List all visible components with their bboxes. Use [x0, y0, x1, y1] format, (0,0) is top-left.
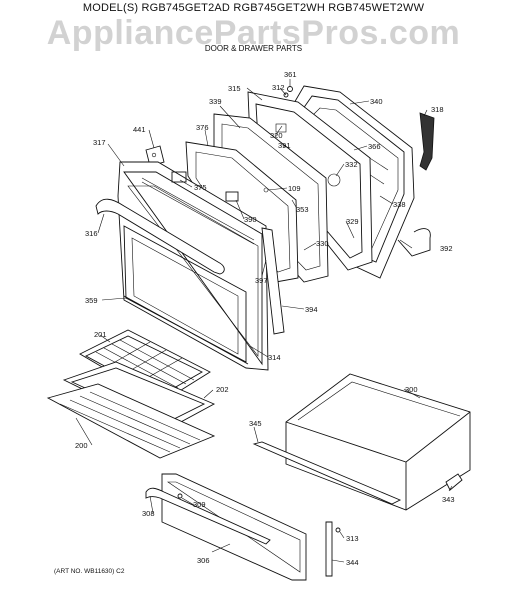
callout-316: 316	[85, 229, 98, 238]
callout-312: 312	[272, 83, 285, 92]
callout-329: 329	[346, 217, 359, 226]
callout-376: 376	[196, 123, 209, 132]
callout-109: 109	[288, 184, 301, 193]
callout-441: 441	[133, 125, 146, 134]
door-gasket-318	[419, 112, 435, 171]
callout-313: 313	[346, 534, 359, 543]
oven-rack-200	[46, 383, 216, 459]
model-numbers: MODEL(S) RGB745GET2AD RGB745GET2WH RGB74…	[82, 2, 425, 14]
callout-202: 202	[216, 385, 229, 394]
site-watermark: AppliancePartsPros.com	[46, 14, 461, 52]
drawer-clip-343	[445, 473, 463, 491]
callout-318: 318	[431, 105, 444, 114]
callout-labels: 361 312 315 339 340 318 441 376 320 391 …	[75, 70, 455, 567]
drawer-rail-344	[325, 521, 333, 577]
drawer-slide-345	[252, 441, 402, 505]
callout-397: 397	[255, 276, 268, 285]
door-handle-316	[95, 198, 225, 275]
callout-200: 200	[75, 441, 88, 450]
callout-314: 314	[268, 353, 281, 362]
leader-lines	[75, 79, 453, 563]
hinge-bracket-441	[145, 145, 165, 167]
callout-343: 343	[442, 495, 455, 504]
callout-315: 315	[228, 84, 241, 93]
art-number: (ART NO. WB11630) C2	[54, 568, 125, 575]
drawer-300	[285, 373, 471, 511]
callout-375: 375	[194, 183, 207, 192]
drawer-handle-308	[145, 487, 271, 545]
screw-361	[283, 86, 293, 98]
callout-308: 308	[142, 509, 155, 518]
callout-345: 345	[249, 419, 262, 428]
callout-340: 340	[370, 97, 383, 106]
callout-361: 361	[284, 70, 297, 79]
callout-353: 353	[296, 205, 309, 214]
door-bottom-trim-359	[123, 295, 249, 365]
door-window	[123, 225, 247, 363]
callout-330: 330	[316, 239, 329, 248]
callout-332: 332	[345, 160, 358, 169]
callout-306: 306	[197, 556, 210, 565]
callout-338: 338	[393, 200, 406, 209]
callout-390: 390	[244, 215, 257, 224]
section-title: DOOR & DRAWER PARTS	[204, 44, 303, 53]
callout-317: 317	[93, 138, 106, 147]
callout-201: 201	[94, 330, 107, 339]
callout-300: 300	[405, 385, 418, 394]
clip-309	[177, 493, 183, 499]
callout-320: 320	[270, 131, 283, 140]
callout-392: 392	[440, 244, 453, 253]
callout-391: 391	[278, 141, 291, 150]
callout-339: 339	[209, 97, 222, 106]
callout-366: 366	[368, 142, 381, 151]
door-trim-394	[261, 227, 285, 335]
callout-359: 359	[85, 296, 98, 305]
callout-309: 309	[193, 500, 206, 509]
door-wire-392	[397, 228, 431, 257]
callout-394: 394	[305, 305, 318, 314]
screw-313	[335, 527, 341, 533]
callout-344: 344	[346, 558, 359, 567]
